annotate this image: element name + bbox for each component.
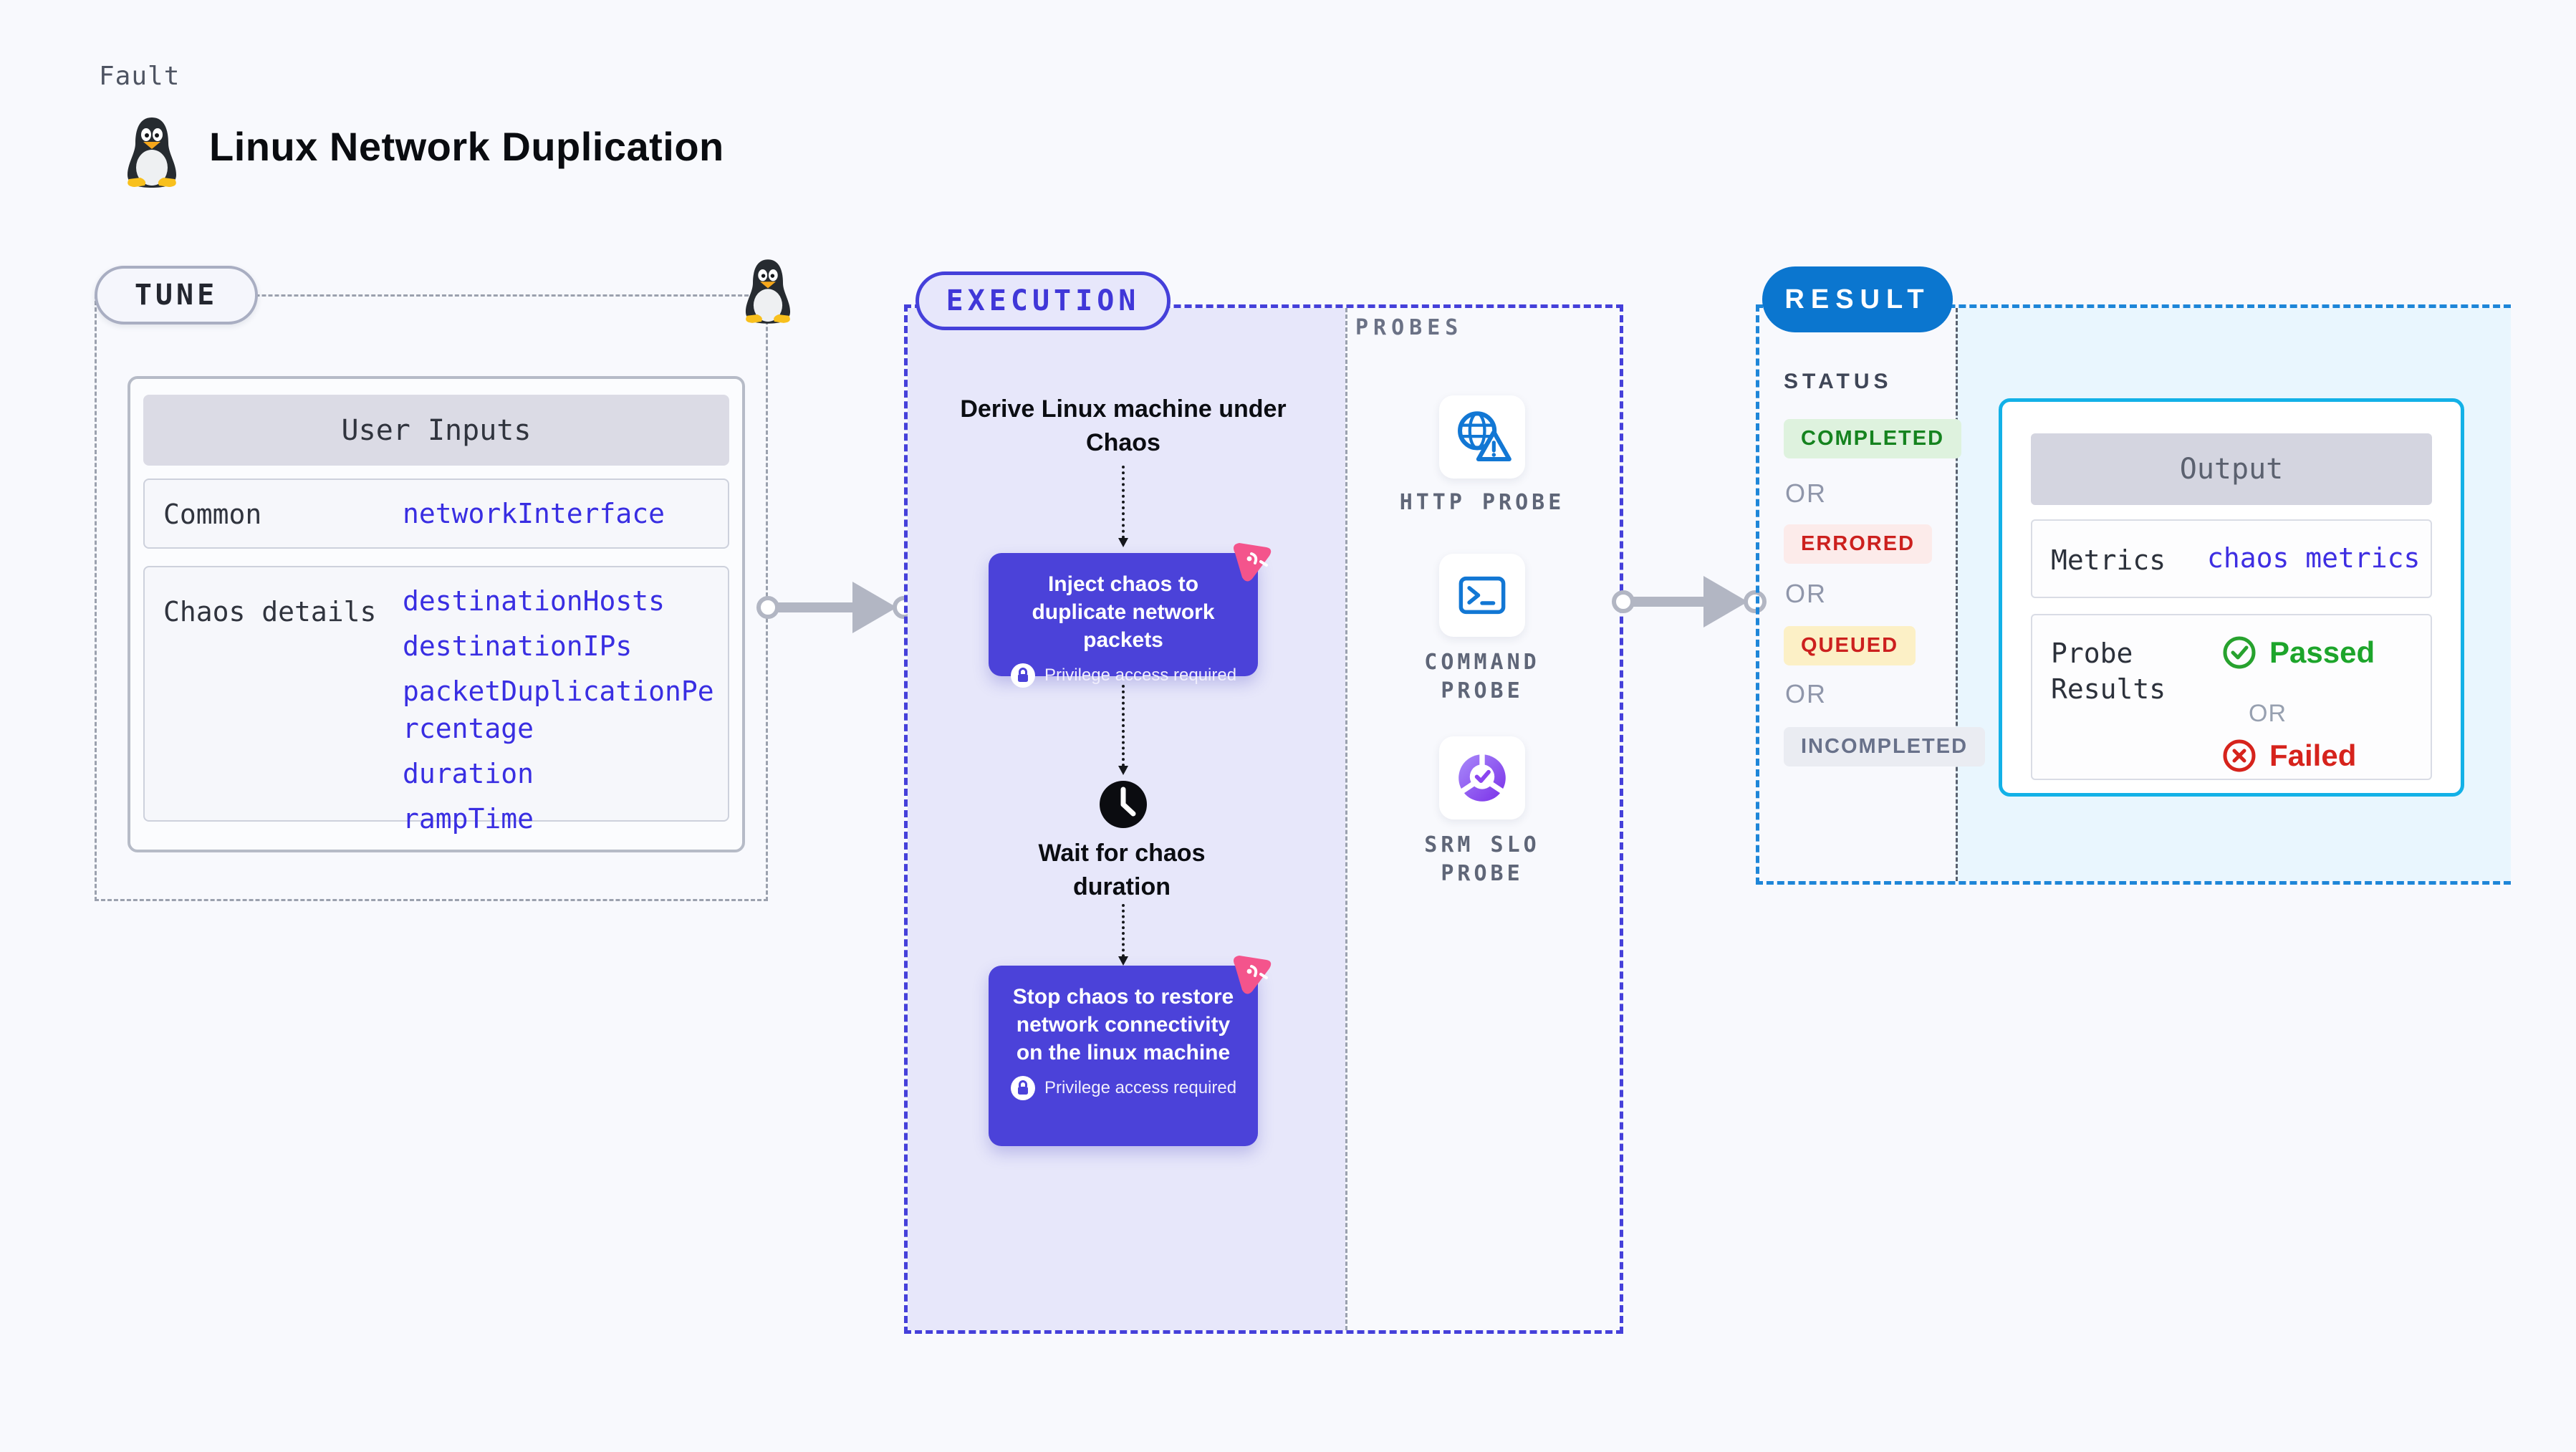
step-stop-label: Stop chaos to restore network connectivi… bbox=[1012, 985, 1234, 1064]
or-separator: OR bbox=[1785, 579, 1827, 608]
status-badge-incompleted: INCOMPLETED bbox=[1784, 727, 1986, 766]
table-row: Common networkInterface bbox=[143, 479, 729, 549]
or-separator: OR bbox=[2249, 700, 2287, 727]
srm-slo-probe-card bbox=[1439, 736, 1525, 819]
flow-arrow-icon bbox=[1612, 576, 1767, 628]
execution-badge: EXECUTION bbox=[915, 271, 1171, 330]
linux-tux-icon bbox=[745, 259, 791, 324]
globe-warning-icon bbox=[1458, 411, 1512, 461]
param-link[interactable]: packetDuplicationPercentage bbox=[403, 675, 714, 744]
status-badge-completed: COMPLETED bbox=[1784, 419, 1962, 458]
probe-passed-line: Passed bbox=[2222, 635, 2375, 670]
chaos-hub-icon bbox=[1234, 956, 1272, 994]
probe-label: HTTP PROBE bbox=[1399, 490, 1565, 515]
clock-icon bbox=[1100, 781, 1147, 828]
metrics-label: Metrics bbox=[2051, 544, 2166, 576]
fault-kicker: Fault bbox=[99, 62, 181, 91]
flow-arrow-icon bbox=[756, 582, 915, 633]
param-link[interactable]: networkInterface bbox=[403, 498, 665, 529]
probe-results-label: Probe Results bbox=[2051, 638, 2166, 705]
or-separator: OR bbox=[1785, 479, 1827, 508]
probe-results-row: Probe Results Passed OR Failed bbox=[2031, 614, 2432, 780]
privilege-note: Privilege access required bbox=[1044, 665, 1237, 685]
probes-divider bbox=[1345, 308, 1347, 1330]
row-label: Chaos details bbox=[163, 596, 377, 628]
probe-label: SRM SLO PROBE bbox=[1424, 832, 1540, 886]
probe-label: COMMAND PROBE bbox=[1424, 650, 1540, 703]
metrics-row: Metrics chaos metrics bbox=[2031, 519, 2432, 598]
param-link[interactable]: destinationIPs bbox=[403, 630, 633, 662]
status-column-label: STATUS bbox=[1784, 370, 1893, 393]
status-badge-queued: QUEUED bbox=[1784, 626, 1916, 665]
metrics-value-link[interactable]: chaos metrics bbox=[2207, 542, 2421, 574]
slo-pie-check-icon bbox=[1458, 753, 1506, 802]
probes-section-label: PROBES bbox=[1355, 315, 1464, 340]
probe-failed-line: Failed bbox=[2222, 739, 2356, 773]
param-link[interactable]: duration bbox=[403, 758, 534, 789]
privilege-note: Privilege access required bbox=[1044, 1078, 1237, 1097]
dotted-arrow-icon bbox=[1118, 904, 1128, 966]
param-link[interactable]: destinationHosts bbox=[403, 585, 665, 617]
result-badge: RESULT bbox=[1762, 266, 1953, 332]
linux-tux-icon bbox=[128, 117, 176, 188]
dotted-arrow-icon bbox=[1118, 466, 1128, 547]
command-probe-card bbox=[1439, 554, 1525, 637]
output-title: Output bbox=[2031, 433, 2432, 505]
terminal-icon bbox=[1458, 576, 1506, 615]
table-row: Chaos details destinationHosts destinati… bbox=[143, 566, 729, 835]
check-circle-icon bbox=[2223, 636, 2256, 669]
dotted-arrow-icon bbox=[1118, 685, 1128, 775]
step-derive-machine: Derive Linux machine under Chaos bbox=[960, 395, 1287, 456]
status-divider bbox=[1956, 308, 1958, 881]
step-stop-chaos[interactable]: Stop chaos to restore network connectivi… bbox=[989, 956, 1272, 1146]
lock-icon bbox=[1010, 1076, 1035, 1100]
step-inject-label: Inject chaos to duplicate network packet… bbox=[1032, 572, 1215, 652]
http-probe-card bbox=[1439, 395, 1525, 479]
tune-badge: TUNE bbox=[95, 266, 258, 324]
param-link[interactable]: rampTime bbox=[403, 803, 534, 835]
x-circle-icon bbox=[2223, 739, 2256, 772]
output-card: Output Metrics chaos metrics Probe Resul… bbox=[1999, 398, 2464, 797]
user-inputs-title: User Inputs bbox=[143, 395, 729, 466]
chaos-hub-icon bbox=[1234, 543, 1272, 582]
passed-label: Passed bbox=[2269, 635, 2375, 669]
row-label: Common bbox=[163, 499, 262, 530]
page-title: Linux Network Duplication bbox=[209, 124, 724, 169]
or-separator: OR bbox=[1785, 679, 1827, 708]
lock-icon bbox=[1010, 663, 1035, 688]
step-wait-duration: Wait for chaos duration bbox=[1038, 840, 1206, 900]
step-inject-chaos[interactable]: Inject chaos to duplicate network packet… bbox=[989, 543, 1272, 688]
status-badge-errored: ERRORED bbox=[1784, 524, 1933, 564]
failed-label: Failed bbox=[2269, 739, 2357, 772]
